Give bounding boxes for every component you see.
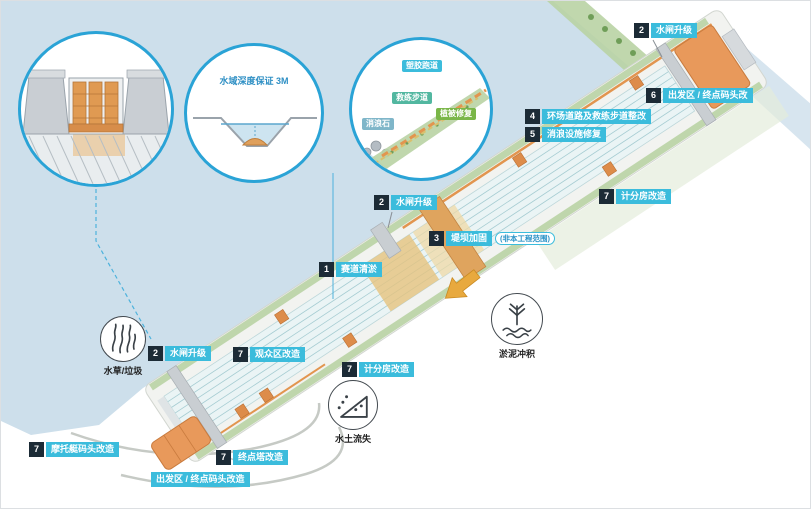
tag-start-finish-dock-bottom: 出发区 / 终点码头改造: [149, 472, 250, 487]
course-buildings: [234, 75, 645, 419]
track-label: 塑胶跑道: [402, 60, 442, 72]
tag-sluice-upgrade-bottom: 2 水闸升级: [148, 346, 212, 361]
tag-text: 水闸升级: [651, 23, 698, 38]
slope-section-inset: 塑胶跑道 救练步道 植被修复 消浪石: [349, 37, 493, 181]
tag-text: 消浪设施修复: [542, 127, 607, 142]
tag-motorboat-dock: 7 摩托艇码头改造: [29, 442, 120, 457]
tag-text: 计分房改造: [359, 362, 415, 377]
tag-road-walkway-rework: 4 环场道路及救练步道整改: [525, 109, 652, 124]
soil-erosion-icon: [328, 380, 378, 430]
tag-text: 水闸升级: [391, 195, 438, 210]
tag-spectator-area: 7 观众区改造: [233, 347, 306, 362]
tag-number: 5: [525, 127, 540, 142]
tag-text: 观众区改造: [250, 347, 306, 362]
tag-text: 出发区 / 终点码头改: [663, 88, 753, 103]
tag-score-room-left: 7 计分房改造: [342, 362, 415, 377]
tag-wave-facility-repair: 5 消浪设施修复: [525, 127, 607, 142]
walkway-label: 救练步道: [392, 92, 432, 104]
sluice-gate-drawing: [21, 69, 171, 184]
bridge-structure: [721, 28, 757, 71]
silt-deposit-indicator: 淤泥冲积: [491, 293, 543, 360]
silt-deposit-label: 淤泥冲积: [498, 349, 535, 359]
depth-section-drawing: [193, 117, 317, 147]
tag-scope-note: (非本工程范围): [495, 232, 556, 245]
sluice-gate-inset: [18, 31, 174, 187]
depth-section-inset: 水域深度保证 3M: [184, 43, 324, 183]
tag-start-finish-dock-top: 6 出发区 / 终点码头改: [646, 88, 753, 103]
tag-number: 7: [599, 189, 614, 204]
tag-number: 2: [148, 346, 163, 361]
silt-deposit-icon: [491, 293, 543, 345]
tag-text: 计分房改造: [616, 189, 672, 204]
tag-number: 7: [342, 362, 357, 377]
weeds-garbage-icon: [100, 316, 146, 362]
tag-number: 7: [233, 347, 248, 362]
tag-text: 出发区 / 终点码头改造: [151, 472, 250, 487]
sluice-structure: [655, 42, 717, 127]
tag-sluice-upgrade-mid: 2 水闸升级: [374, 195, 438, 210]
vegetation-label: 植被修复: [436, 108, 476, 120]
tag-course-dredging: 1 赛道清淤: [319, 262, 383, 277]
tag-text: 环场道路及救练步道整改: [542, 109, 652, 124]
weeds-garbage-indicator: 水草/垃圾: [100, 316, 146, 377]
tag-number: 2: [374, 195, 389, 210]
tag-number: 2: [634, 23, 649, 38]
weeds-garbage-label: 水草/垃圾: [103, 366, 143, 376]
soil-erosion-indicator: 水土流失: [328, 380, 378, 445]
leader-lines: [387, 39, 663, 229]
tag-number: 4: [525, 109, 540, 124]
tag-number: 6: [646, 88, 661, 103]
tag-score-room-right: 7 计分房改造: [599, 189, 672, 204]
tag-text: 水闸升级: [165, 346, 212, 361]
callout-lines: [95, 173, 334, 340]
tag-text: 终点塔改造: [233, 450, 289, 465]
tag-dam-reinforcement: 3 堤坝加固 (非本工程范围): [429, 231, 556, 246]
rocks-label: 消浪石: [362, 118, 394, 130]
depth-guarantee-note: 水域深度保证 3M: [219, 76, 289, 86]
tag-text: 堤坝加固: [446, 231, 493, 246]
tag-text: 摩托艇码头改造: [46, 442, 120, 457]
tag-text: 赛道清淤: [336, 262, 383, 277]
tag-sluice-upgrade-top: 2 水闸升级: [634, 23, 698, 38]
tag-number: 7: [216, 450, 231, 465]
motorboat-dock: [151, 416, 211, 470]
silt-patch: [360, 234, 440, 312]
sluice-structure: [370, 221, 402, 259]
sluice-structure: [166, 365, 228, 449]
silt-flow-arrow: [444, 269, 481, 299]
tag-number: 3: [429, 231, 444, 246]
tag-number: 7: [29, 442, 44, 457]
tag-number: 1: [319, 262, 334, 277]
soil-erosion-label: 水土流失: [334, 434, 371, 444]
tag-finish-tower: 7 终点塔改造: [216, 450, 289, 465]
